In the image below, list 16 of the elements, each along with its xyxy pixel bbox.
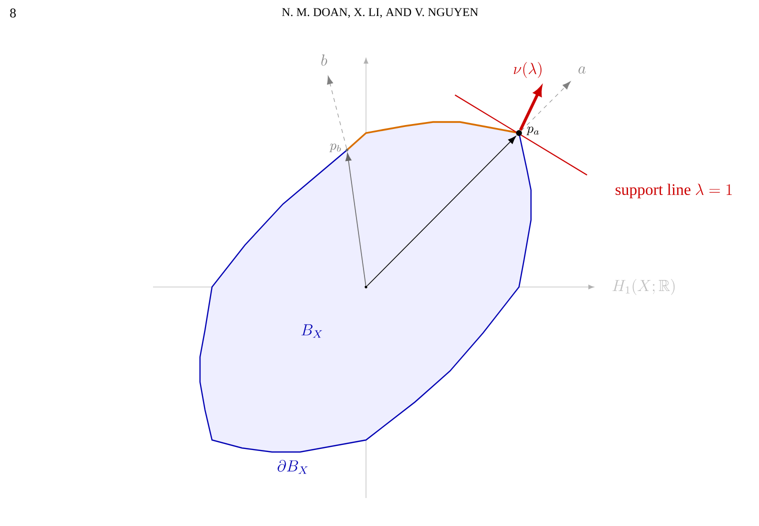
axis-label: $b$ bbox=[321, 54, 328, 66]
axis-label: $a$ bbox=[578, 66, 586, 74]
region-label: $B_X$ bbox=[301, 324, 322, 338]
arrow bbox=[366, 136, 516, 286]
line-label: $\text{support line }\lambda=1$ bbox=[616, 184, 732, 198]
axis-label: $\nu(\lambda)$ bbox=[514, 62, 542, 78]
axis-label: $H_1(X;\mathbb{R})$ bbox=[612, 279, 675, 296]
page-number: 8 bbox=[10, 8, 16, 18]
dashed-arrow bbox=[327, 76, 347, 149]
point bbox=[346, 148, 348, 152]
running-header: N. M. DOAN, X. LI, AND V. NGUYEN bbox=[282, 8, 478, 18]
point bbox=[516, 130, 522, 136]
boundary-label: $\partial B_X$ bbox=[278, 460, 308, 474]
point bbox=[364, 286, 368, 288]
arrow bbox=[345, 152, 366, 286]
point-label: $p_b$ bbox=[329, 144, 341, 152]
